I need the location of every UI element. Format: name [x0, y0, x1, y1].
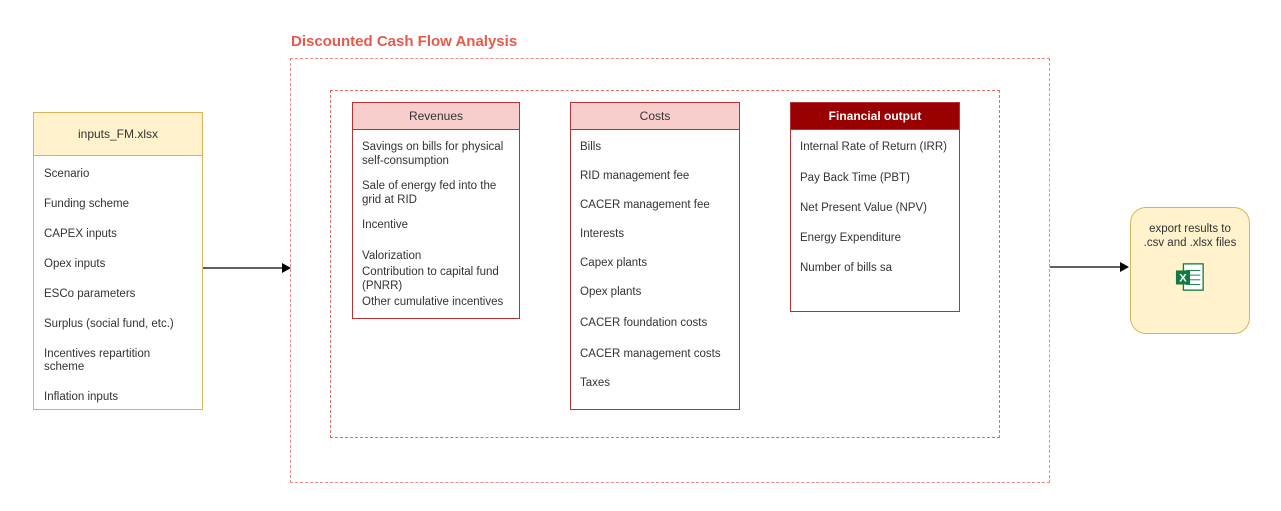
costs-list: Bills RID management fee CACER managemen…: [571, 130, 739, 415]
cost-item-bills: Bills: [580, 141, 602, 153]
excel-icon: X: [1175, 263, 1204, 291]
cost-item-taxes: Taxes: [580, 377, 611, 389]
financial-item-pbt: Pay Back Time (PBT): [800, 172, 910, 184]
input-item-scenario: Scenario: [44, 168, 90, 180]
revenue-item-contribution-capital-fund: Contribution to capital fund (PNRR): [362, 266, 499, 292]
revenue-item-sale-of-energy: Sale of energy fed into the grid at RID: [362, 180, 497, 206]
cost-item-cacer-foundation-costs: CACER foundation costs: [580, 317, 708, 329]
input-item-capex-inputs: CAPEX inputs: [44, 228, 117, 240]
revenue-item-incentive: Incentive: [362, 219, 409, 231]
dcf-analysis-title: Discounted Cash Flow Analysis: [291, 33, 518, 50]
export-results-box: export results to .csv and .xlsx files X: [1130, 207, 1250, 334]
costs-box: Costs Bills RID management fee CACER man…: [570, 102, 740, 410]
cost-item-cacer-management-fee: CACER management fee: [580, 199, 710, 211]
financial-item-irr: Internal Rate of Return (IRR): [800, 141, 948, 153]
financial-output-box: Financial output Internal Rate of Return…: [790, 102, 960, 312]
dcf-outer-boundary: [290, 58, 1050, 483]
revenues-box: Revenues Savings on bills for physical s…: [352, 102, 520, 319]
cost-item-cacer-management-costs: CACER management costs: [580, 348, 721, 360]
revenues-title: Revenues: [353, 103, 519, 130]
cost-item-rid-management-fee: RID management fee: [580, 170, 690, 182]
inputs-file-title: inputs_FM.xlsx: [34, 113, 202, 156]
financial-output-list: Internal Rate of Return (IRR) Pay Back T…: [791, 130, 959, 301]
financial-item-energy-expenditure: Energy Expenditure: [800, 232, 902, 244]
cost-item-interests: Interests: [580, 228, 625, 240]
input-item-esco-parameters: ESCo parameters: [44, 288, 136, 300]
input-item-inflation-inputs: Inflation inputs: [44, 391, 119, 403]
revenues-list: Savings on bills for physical self-consu…: [353, 130, 519, 330]
input-item-opex-inputs: Opex inputs: [44, 258, 106, 270]
svg-text:X: X: [1179, 273, 1187, 285]
financial-output-title: Financial output: [791, 103, 959, 130]
arrow-dcf-to-export: [1050, 262, 1129, 272]
cost-item-opex-plants: Opex plants: [580, 286, 642, 298]
inputs-file-box: inputs_FM.xlsx Scenario Funding scheme C…: [33, 112, 203, 410]
revenue-item-other-cumulative-incentives: Other cumulative incentives: [362, 296, 504, 308]
input-item-surplus: Surplus (social fund, etc.): [44, 318, 174, 330]
inputs-file-list: Scenario Funding scheme CAPEX inputs Ope…: [34, 156, 202, 433]
cost-item-capex-plants: Capex plants: [580, 257, 648, 269]
input-item-funding-scheme: Funding scheme: [44, 198, 130, 210]
arrow-inputs-to-dcf: [203, 263, 291, 273]
costs-title: Costs: [571, 103, 739, 130]
input-item-incentives-repartition: Incentives repartition scheme: [44, 348, 151, 373]
export-results-label: export results to .csv and .xlsx files: [1143, 223, 1237, 249]
revenue-item-savings-on-bills: Savings on bills for physical self-consu…: [362, 141, 504, 167]
financial-item-npv: Net Present Value (NPV): [800, 202, 927, 214]
revenue-item-valorization: Valorization: [362, 250, 422, 262]
dcf-inner-boundary: [330, 90, 1000, 438]
financial-item-number-of-bills: Number of bills sa: [800, 262, 893, 274]
